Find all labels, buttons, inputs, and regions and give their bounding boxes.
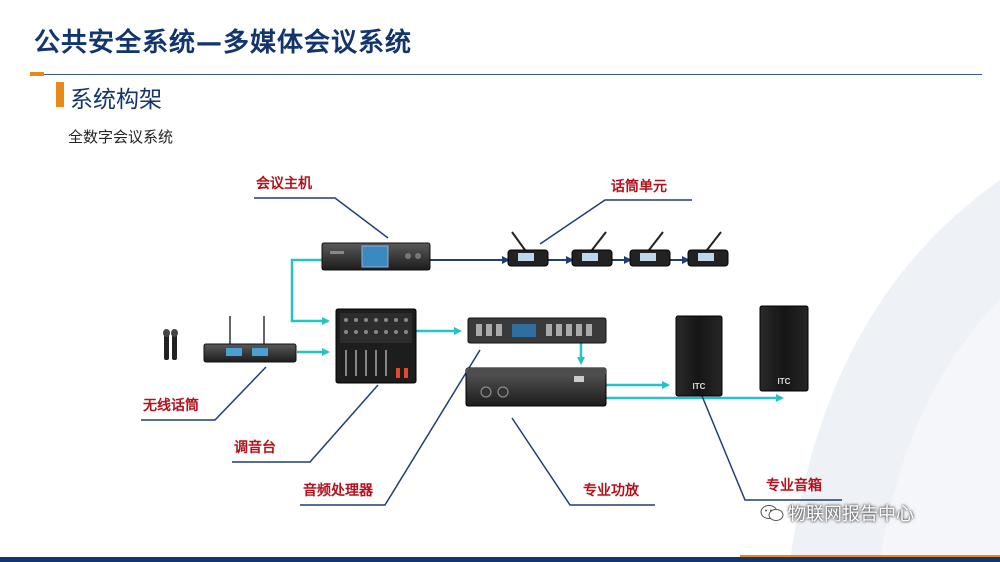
footer-accent [740, 555, 1000, 557]
power-amplifier-device [465, 367, 607, 407]
watermark-text: 物联网报告中心 [788, 504, 914, 525]
label-mic-unit: 话筒单元 [611, 178, 667, 195]
conference-host-device [321, 242, 431, 271]
leader-lines [141, 197, 842, 506]
label-conference-host: 会议主机 [256, 175, 312, 192]
signal-connectors [290, 258, 784, 402]
page-title: 公共安全系统—多媒体会议系统 [34, 28, 413, 58]
title-divider [42, 74, 982, 75]
title-divider-accent [30, 72, 44, 76]
handheld-mic-icon [163, 329, 178, 360]
subtitle: 全数字会议系统 [68, 128, 174, 146]
mic-unit-2 [571, 231, 613, 267]
label-mixer: 调音台 [234, 439, 276, 456]
wireless-receiver-device [203, 316, 297, 363]
speaker-logo-1: ITC [693, 382, 706, 391]
audio-processor-device [467, 317, 607, 344]
mic-unit-1 [507, 231, 549, 267]
label-audio-processor: 音频处理器 [303, 482, 374, 499]
speaker-cabinet-1: ITC [675, 315, 723, 397]
mixer-device [335, 308, 417, 384]
mic-unit-4 [687, 231, 729, 267]
footer-bar [0, 557, 1000, 562]
label-power-amp: 专业功放 [583, 482, 640, 499]
section-title: 系统构架 [70, 87, 162, 113]
section-marker [56, 82, 64, 107]
label-speaker: 专业音箱 [766, 477, 822, 494]
speaker-logo-2: ITC [778, 377, 791, 386]
mic-unit-3 [629, 231, 671, 267]
connector-host-to-mixer [290, 258, 330, 325]
speaker-cabinet-2: ITC [759, 305, 809, 392]
wechat-icon [760, 505, 784, 521]
label-wireless-mic: 无线话筒 [142, 397, 199, 414]
